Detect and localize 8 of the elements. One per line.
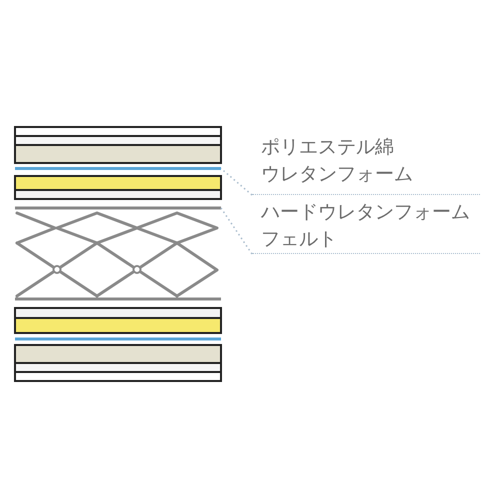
- material-label: ハードウレタンフォーム: [261, 200, 470, 225]
- material-label: ウレタンフォーム: [261, 162, 413, 187]
- leader-line: [220, 168, 252, 196]
- material-label: ポリエステル綿: [261, 135, 394, 160]
- material-label: フェルト: [261, 227, 337, 252]
- leader-line: [220, 208, 253, 254]
- separator-film: [15, 167, 221, 170]
- spring-frame-wire: [15, 206, 221, 210]
